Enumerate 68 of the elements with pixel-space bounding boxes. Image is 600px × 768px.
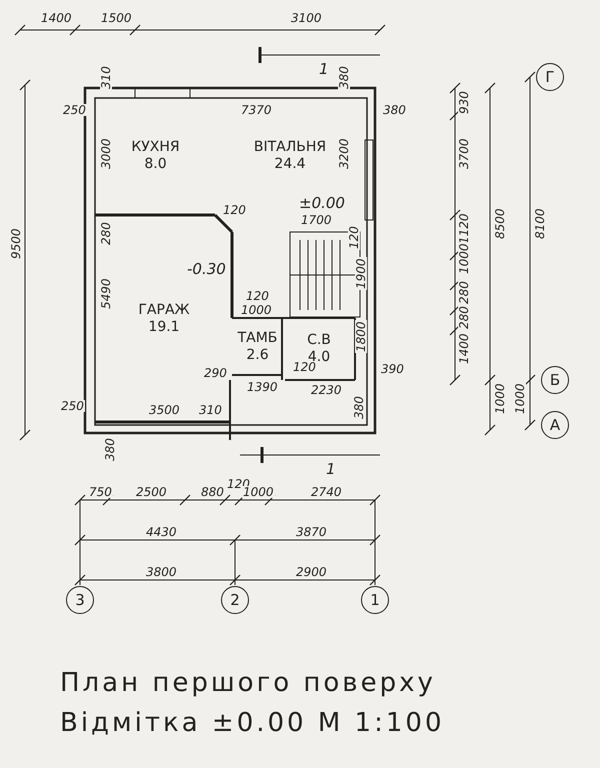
dimension-label: 380	[104, 437, 116, 462]
dimension-label: 280	[100, 221, 112, 246]
dimension-label: 1390	[246, 381, 279, 393]
grid-axis-bubble: 3	[66, 586, 94, 614]
dimension-label: 1000	[494, 382, 506, 415]
dimension-label: 750	[88, 486, 113, 498]
room-area-value: 19.1	[148, 319, 180, 336]
room-name: С.В	[307, 332, 331, 349]
dimension-label: 3100	[290, 12, 323, 24]
dimension-label: 880	[200, 486, 225, 498]
room-name: ТАМБ	[238, 330, 278, 347]
dimension-label: 120	[222, 204, 247, 216]
dimension-label: 120	[348, 225, 360, 250]
dimension-label: 1800	[355, 320, 367, 353]
dimension-label: 250	[62, 104, 87, 116]
room-name: ГАРАЖ	[138, 302, 190, 319]
dimension-label: 1000	[514, 382, 526, 415]
dimension-label: 2500	[135, 486, 168, 498]
room-area-value: 2.6	[246, 347, 269, 364]
room-area-value: 24.4	[274, 156, 306, 173]
grid-axis-bubble: Г	[536, 63, 564, 91]
dimension-label: 1400	[40, 12, 73, 24]
dimension-label: 1120	[458, 212, 470, 245]
dimension-label: 8100	[534, 207, 546, 240]
dimension-label: 1000	[242, 486, 275, 498]
dimension-label: 3800	[145, 566, 178, 578]
level-mark: ±0.00	[298, 196, 346, 211]
dimension-label: 930	[458, 90, 470, 115]
dimension-label: 380	[338, 65, 350, 90]
grid-axis-bubble: 2	[221, 586, 249, 614]
dimension-label: 2900	[295, 566, 328, 578]
dimension-label: 7370	[240, 104, 273, 116]
dimension-label: 3000	[100, 137, 112, 170]
dimension-label: 280	[458, 305, 470, 330]
room-name: КУХНЯ	[131, 139, 180, 156]
dimension-label: 310	[198, 404, 223, 416]
dimension-label: 1500	[100, 12, 133, 24]
dimension-label: 3200	[338, 137, 350, 170]
dimension-label: 1000	[458, 242, 470, 275]
dimension-label: 4430	[145, 526, 178, 538]
dimension-label: 3500	[148, 404, 181, 416]
dimension-label: 310	[100, 65, 112, 90]
dimension-label: 290	[203, 367, 228, 379]
dimension-label: 5490	[100, 277, 112, 310]
grid-axis-bubble: 1	[361, 586, 389, 614]
dimension-label: 2230	[310, 384, 343, 396]
dimension-label: 3870	[295, 526, 328, 538]
dimension-label: 2740	[310, 486, 343, 498]
plan-caption: Відмітка ±0.00 М 1:100	[60, 708, 444, 738]
dimension-label: 1000	[240, 304, 273, 316]
dimension-label: 1700	[300, 214, 333, 226]
grid-axis-bubble: А	[541, 411, 569, 439]
dimension-label: 250	[60, 400, 85, 412]
room-name: ВІТАЛЬНЯ	[254, 139, 326, 156]
plan-title: План першого поверху	[60, 668, 436, 698]
room-area-value: 8.0	[144, 156, 167, 173]
dimension-label: 9500	[10, 227, 22, 260]
dimension-label: 380	[382, 104, 407, 116]
dimension-label: 390	[380, 363, 405, 375]
dimension-label: 8500	[494, 207, 506, 240]
dimension-label: 380	[353, 395, 365, 420]
dimension-label: 1900	[355, 257, 367, 290]
grid-axis-bubble: Б	[541, 366, 569, 394]
dimension-label: 3700	[458, 137, 470, 170]
level-mark: -0.30	[186, 262, 227, 277]
dimension-label: 120	[245, 290, 270, 302]
dimension-label: 280	[458, 280, 470, 305]
dimension-label: 1400	[458, 332, 470, 365]
